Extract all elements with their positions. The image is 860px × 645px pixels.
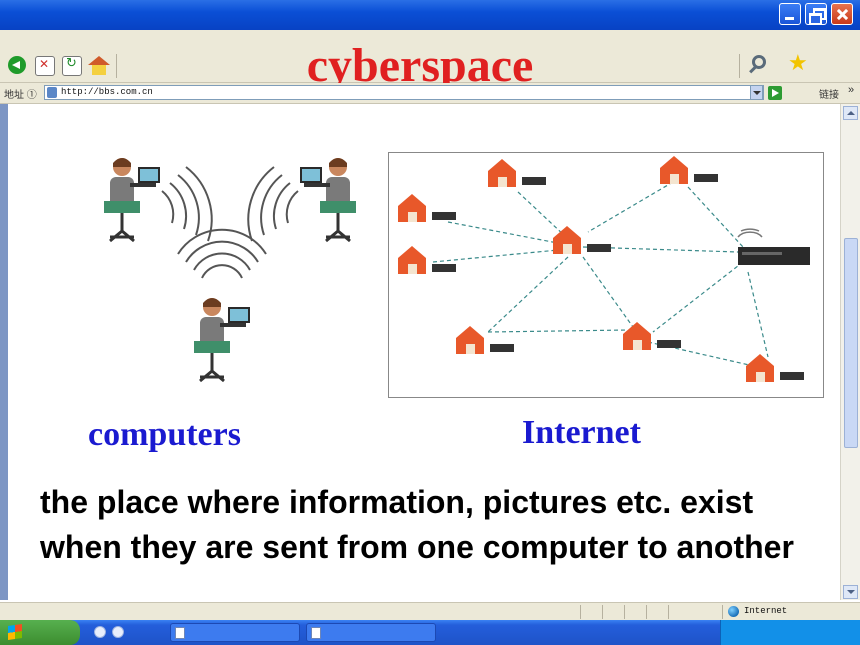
- definition-text: the place where information, pictures et…: [40, 484, 794, 565]
- address-label: 地址 ①: [4, 90, 37, 101]
- go-arrow-icon[interactable]: [768, 86, 782, 100]
- page-icon: [47, 87, 57, 98]
- status-divider: [722, 605, 723, 619]
- status-bar: Internet: [0, 602, 860, 621]
- maximize-button[interactable]: [805, 3, 827, 25]
- person-at-laptop: [194, 298, 250, 383]
- toolbar-separator: [116, 54, 117, 78]
- document-icon: [311, 627, 321, 639]
- network-server: [737, 228, 810, 265]
- network-node-house: [660, 156, 718, 184]
- network-node-house: [398, 246, 456, 274]
- quick-launch-icon[interactable]: [94, 626, 106, 638]
- taskbar: [0, 620, 860, 645]
- minimize-button[interactable]: [779, 3, 801, 25]
- network-node-house: [398, 194, 456, 222]
- address-bar: 地址 ① http://bbs.com.cn 链接 »: [0, 83, 860, 104]
- computers-caption: computers: [88, 416, 241, 453]
- home-icon[interactable]: [88, 56, 110, 75]
- window-left-edge: [0, 104, 8, 600]
- network-node-house: [456, 326, 514, 354]
- status-divider: [646, 605, 647, 619]
- browser-toolbar: [0, 30, 860, 83]
- taskbar-window-button[interactable]: [170, 623, 300, 642]
- scroll-down-icon[interactable]: [843, 585, 858, 599]
- wireless-computers-illustration: [104, 158, 356, 383]
- status-divider: [668, 605, 669, 619]
- window-titlebar: [0, 0, 860, 30]
- close-button[interactable]: [831, 3, 853, 25]
- links-button[interactable]: 链接: [819, 90, 839, 101]
- globe-icon: [728, 606, 739, 617]
- status-zone: Internet: [744, 606, 788, 616]
- start-button[interactable]: [0, 620, 80, 645]
- refresh-icon[interactable]: [62, 56, 82, 76]
- network-node-house: [553, 226, 611, 254]
- back-icon[interactable]: [8, 56, 26, 74]
- chevron-down-icon[interactable]: [750, 85, 763, 100]
- network-node-house: [623, 322, 681, 350]
- search-icon[interactable]: [752, 55, 766, 69]
- minimize-icon: [785, 17, 794, 20]
- network-node-house: [488, 159, 546, 187]
- chevron-right-icon[interactable]: »: [848, 84, 855, 96]
- status-divider: [624, 605, 625, 619]
- toolbar-separator: [739, 54, 740, 78]
- network-links: [432, 181, 769, 368]
- document-icon: [175, 627, 185, 639]
- status-divider: [580, 605, 581, 619]
- internet-network-diagram: [388, 152, 824, 398]
- taskbar-window-button[interactable]: [306, 623, 436, 642]
- person-at-laptop: [247, 158, 356, 243]
- person-at-laptop: [104, 158, 213, 243]
- wireless-signal-icon: [177, 228, 267, 279]
- system-tray: [720, 620, 860, 645]
- status-divider: [602, 605, 603, 619]
- windows-logo-icon: [8, 624, 22, 640]
- scroll-up-icon[interactable]: [843, 106, 858, 120]
- address-url: http://bbs.com.cn: [61, 87, 153, 97]
- stop-icon[interactable]: [35, 56, 55, 76]
- quick-launch-icon[interactable]: [112, 626, 124, 638]
- address-input[interactable]: http://bbs.com.cn: [44, 85, 764, 100]
- network-node-house: [746, 354, 804, 382]
- favorites-star-icon[interactable]: ★: [788, 50, 808, 75]
- scroll-thumb[interactable]: [844, 238, 858, 448]
- internet-caption: Internet: [522, 414, 641, 451]
